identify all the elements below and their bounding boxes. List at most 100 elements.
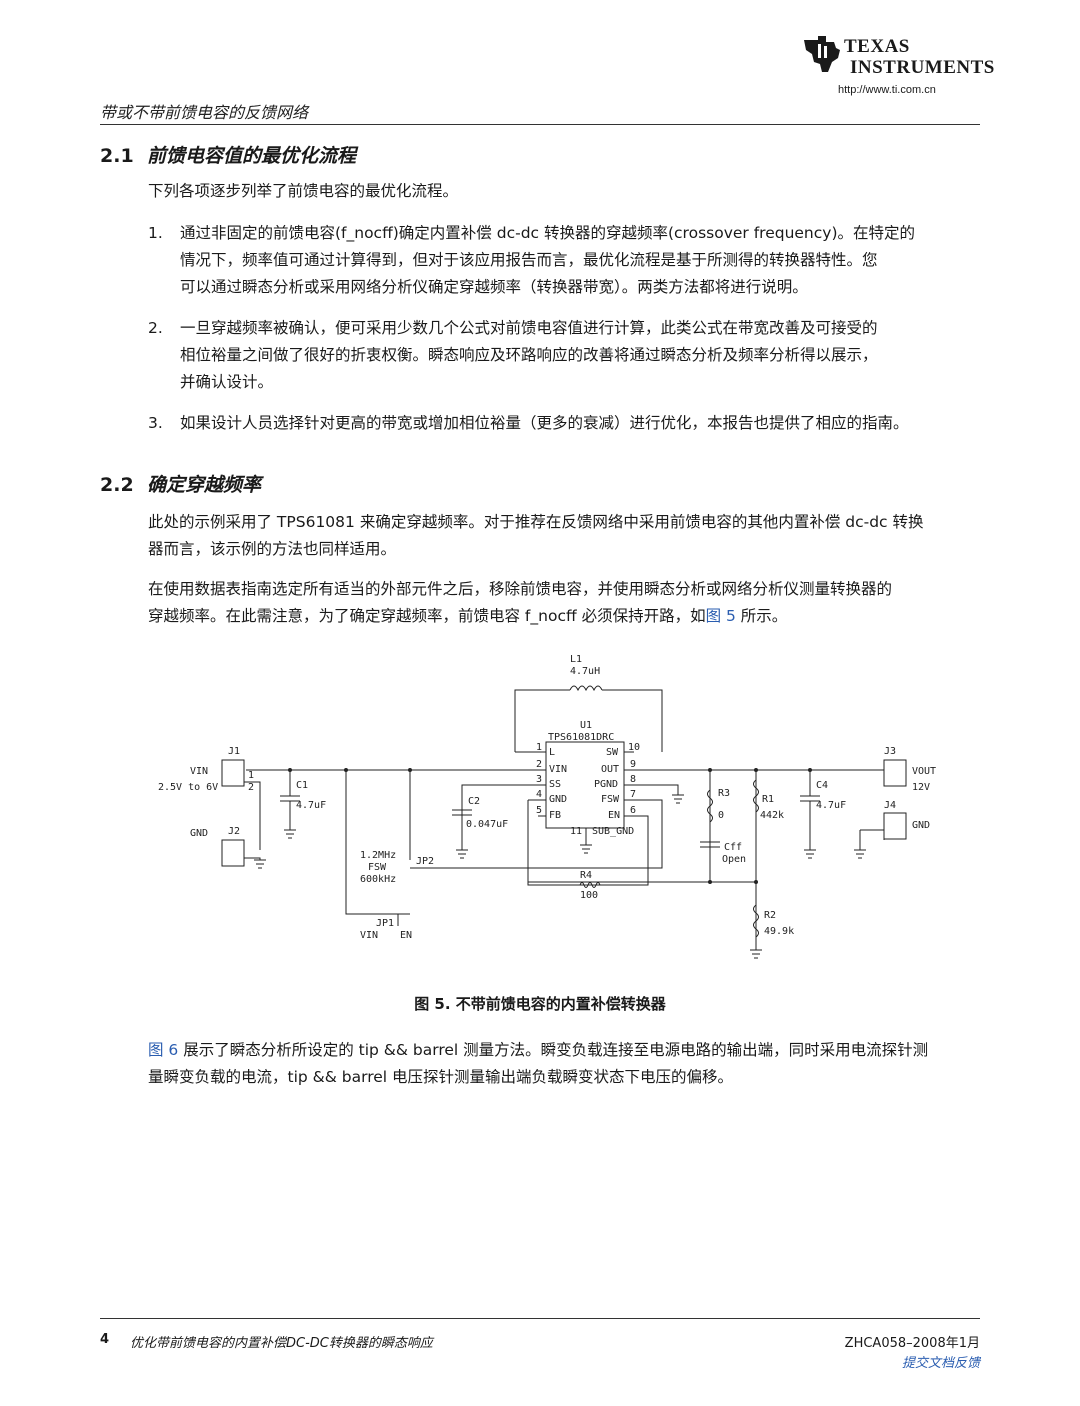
value-C1: 4.7uF bbox=[296, 800, 326, 811]
label-JP2: JP2 bbox=[416, 856, 434, 867]
label-vin-range: 2.5V to 6V bbox=[158, 782, 218, 793]
list-item-line: 相位裕量之间做了很好的折衷权衡。瞬态响应及环路响应的改善将通过瞬态分析及频率分析… bbox=[180, 346, 878, 364]
paragraph-line: 在使用数据表指南选定所有适当的外部元件之后，移除前馈电容，并使用瞬态分析或网络分… bbox=[148, 580, 893, 598]
value-R1: 442k bbox=[760, 810, 784, 821]
ti-logo: TEXAS INSTRUMENTS bbox=[800, 28, 994, 88]
page-number: 4 bbox=[100, 1332, 110, 1347]
pin-name: SW bbox=[606, 747, 619, 758]
label-J3: J3 bbox=[884, 746, 896, 757]
paragraph-line: 器而言，该示例的方法也同样适用。 bbox=[148, 540, 397, 558]
paragraph-text: 所示。 bbox=[735, 607, 788, 625]
list-item-line: 并确认设计。 bbox=[180, 373, 274, 391]
logo-text-texas: TEXAS bbox=[844, 36, 910, 57]
list-item-line: 情况下，频率值可通过计算得到，但对于该应用报告而言，最优化流程是基于所测得的转换… bbox=[180, 251, 878, 269]
label-R1: R1 bbox=[762, 794, 774, 805]
label-vout-value: 12V bbox=[912, 782, 930, 793]
label-R2: R2 bbox=[764, 910, 776, 921]
running-title: 带或不带前馈电容的反馈网络 bbox=[100, 103, 309, 122]
paragraph-line: 此处的示例采用了 TPS61081 来确定穿越频率。对于推荐在反馈网络中采用前馈… bbox=[148, 513, 924, 531]
value-R3: 0 bbox=[718, 810, 724, 821]
list-item-line: 如果设计人员选择针对更高的带宽或增加相位裕量（更多的衰减）进行优化，本报告也提供… bbox=[180, 414, 909, 432]
label-J4: J4 bbox=[884, 800, 896, 811]
section-title: 确定穿越频率 bbox=[147, 474, 262, 496]
list-item: 1. 通过非固定的前馈电容(f_nocff)确定内置补偿 dc-dc 转换器的穿… bbox=[148, 220, 982, 301]
pin-number: 4 bbox=[536, 789, 542, 800]
pin-name: FB bbox=[549, 810, 561, 821]
figure-5-caption: 图 5. 不带前馈电容的内置补偿转换器 bbox=[414, 995, 666, 1013]
value-C2: 0.047uF bbox=[466, 819, 508, 830]
value-L1: 4.7uH bbox=[570, 666, 600, 677]
figure-6-link[interactable]: 图 6 bbox=[148, 1041, 179, 1059]
value-Cff: Open bbox=[722, 854, 746, 865]
circuit-schematic: L1 4.7uH U1 TPS61081DRC 1 2 3 4 5 6 7 8 … bbox=[158, 654, 936, 959]
pin-name: GND bbox=[549, 794, 567, 805]
list-item-line: 可以通过瞬态分析或采用网络分析仪确定穿越频率（转换器带宽）。两类方法都将进行说明… bbox=[180, 278, 808, 296]
list-item: 3. 如果设计人员选择针对更高的带宽或增加相位裕量（更多的衰减）进行优化，本报告… bbox=[148, 410, 982, 437]
label-J2: J2 bbox=[228, 826, 240, 837]
figure-5-link[interactable]: 图 5 bbox=[705, 607, 736, 625]
section-number: 2.2 bbox=[100, 474, 134, 496]
logo-text-instruments: INSTRUMENTS bbox=[850, 57, 995, 78]
pin-name: SUB_GND bbox=[592, 826, 634, 837]
value-R4: 100 bbox=[580, 890, 598, 901]
section-title: 前馈电容值的最优化流程 bbox=[147, 145, 357, 167]
label-gnd-left: GND bbox=[190, 828, 208, 839]
list-item: 2. 一旦穿越频率被确认，便可采用少数几个公式对前馈电容值进行计算，此类公式在带… bbox=[148, 315, 982, 396]
list-item-line: 通过非固定的前馈电容(f_nocff)确定内置补偿 dc-dc 转换器的穿越频率… bbox=[180, 224, 915, 242]
header-rule bbox=[100, 124, 980, 125]
pin-name: SS bbox=[549, 779, 561, 790]
paragraph-text: 展示了瞬态分析所设定的 tip && barrel 测量方法。瞬变负载连接至电源… bbox=[178, 1041, 929, 1059]
pin-name: PGND bbox=[594, 779, 618, 790]
label-C2: C2 bbox=[468, 796, 480, 807]
pin-number: 11 bbox=[570, 826, 582, 837]
label-fsw-high: 1.2MHz bbox=[360, 850, 396, 861]
jack-pin: 1 bbox=[248, 770, 254, 781]
section-number: 2.1 bbox=[100, 145, 134, 167]
list-item-line: 一旦穿越频率被确认，便可采用少数几个公式对前馈电容值进行计算，此类公式在带宽改善… bbox=[180, 319, 878, 337]
pin-name: L bbox=[549, 747, 555, 758]
ti-logo-icon bbox=[804, 36, 840, 72]
jack-pin: 2 bbox=[248, 782, 254, 793]
footer-rule bbox=[100, 1318, 980, 1319]
pin-number: 6 bbox=[630, 805, 636, 816]
pin-name: OUT bbox=[601, 764, 619, 775]
pin-name: EN bbox=[608, 810, 620, 821]
label-gnd-right: GND bbox=[912, 820, 930, 831]
label-fsw: FSW bbox=[368, 862, 387, 873]
section-2-1-intro: 下列各项逐步列举了前馈电容的最优化流程。 bbox=[148, 182, 459, 200]
pin-number: 5 bbox=[536, 805, 542, 816]
label-vout: VOUT bbox=[912, 766, 936, 777]
pin-number: 9 bbox=[630, 759, 636, 770]
section-2-1-heading: 2.1 前馈电容值的最优化流程 bbox=[100, 141, 356, 168]
section-2-2-para1: 此处的示例采用了 TPS61081 来确定穿越频率。对于推荐在反馈网络中采用前馈… bbox=[148, 509, 982, 563]
section-2-2-para3: 图 6 展示了瞬态分析所设定的 tip && barrel 测量方法。瞬变负载连… bbox=[148, 1037, 982, 1091]
pin-number: 10 bbox=[628, 742, 640, 753]
section-2-2-heading: 2.2 确定穿越频率 bbox=[100, 470, 261, 497]
footer-doc-id: ZHCA058–2008年1月 bbox=[844, 1336, 980, 1351]
pin-number: 3 bbox=[536, 774, 542, 785]
label-fsw-low: 600kHz bbox=[360, 874, 396, 885]
pin-name: FSW bbox=[601, 794, 620, 805]
footer-doc-title: 优化带前馈电容的内置补偿DC-DC转换器的瞬态响应 bbox=[130, 1336, 433, 1351]
pin-name: VIN bbox=[549, 764, 567, 775]
value-R2: 49.9k bbox=[764, 926, 794, 937]
paragraph-text: 穿越频率。在此需注意，为了确定穿越频率，前馈电容 f_nocff 必须保持开路，… bbox=[148, 607, 706, 625]
section-2-2-para2: 在使用数据表指南选定所有适当的外部元件之后，移除前馈电容，并使用瞬态分析或网络分… bbox=[148, 576, 982, 630]
label-JP1-en: EN bbox=[400, 930, 412, 941]
value-C4: 4.7uF bbox=[816, 800, 846, 811]
pin-number: 1 bbox=[536, 742, 542, 753]
header-url[interactable]: http://www.ti.com.cn bbox=[838, 84, 936, 96]
part-U1: TPS61081DRC bbox=[548, 732, 614, 743]
list-item-number: 3. bbox=[148, 414, 163, 432]
label-R3: R3 bbox=[718, 788, 730, 799]
paragraph-line: 量瞬变负载的电流，tip && barrel 电压探针测量输出端负载瞬变状态下电… bbox=[148, 1068, 733, 1086]
feedback-link[interactable]: 提交文档反馈 bbox=[901, 1356, 980, 1371]
label-vin: VIN bbox=[190, 766, 208, 777]
label-C4: C4 bbox=[816, 780, 828, 791]
label-JP1-vin: VIN bbox=[360, 930, 378, 941]
label-R4: R4 bbox=[580, 870, 592, 881]
label-J1: J1 bbox=[228, 746, 240, 757]
list-item-number: 1. bbox=[148, 224, 163, 242]
label-JP1: JP1 bbox=[376, 918, 394, 929]
label-C1: C1 bbox=[296, 780, 308, 791]
